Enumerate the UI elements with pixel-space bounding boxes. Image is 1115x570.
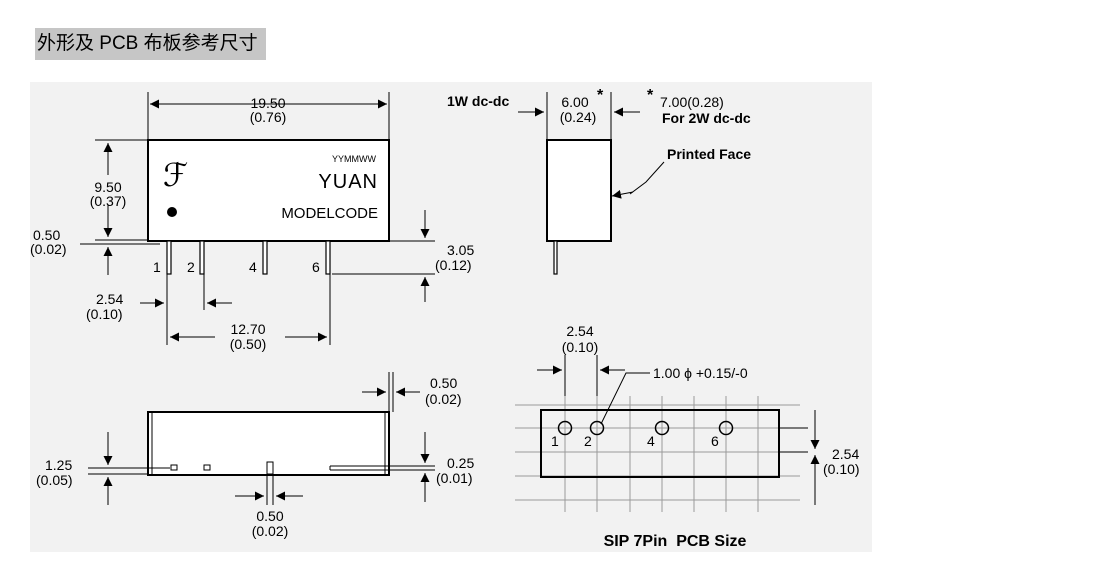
pcb-vertical-value-inch: (0.10) (823, 461, 860, 477)
pcb-hole-4 (654, 420, 670, 436)
pin-width-value: 0.25 (447, 455, 474, 471)
width-value: 19.50 (250, 95, 285, 111)
pin-label-1: 1 (153, 259, 161, 275)
pin-gap-value-inch: (0.02) (252, 523, 289, 539)
hole-diameter-leader (600, 372, 650, 425)
pin1-marker-dot (167, 207, 177, 217)
pitch-value-inch: (0.10) (86, 306, 123, 322)
date-code: YYMMWW (332, 154, 376, 164)
pitch-value: 2.54 (96, 291, 123, 307)
front-view (80, 92, 435, 345)
span-value: 12.70 (230, 321, 265, 337)
page-title: 外形及 PCB 布板参考尺寸 (35, 28, 266, 60)
pcb-pitch-value: 2.54 (566, 323, 593, 339)
pin-width-value-inch: (0.01) (436, 470, 473, 486)
pcb-pin-label-2: 2 (584, 433, 592, 449)
module-body-side (546, 139, 612, 242)
thickness-2w-value: 7.00(0.28) (660, 94, 724, 110)
bottom-view-text: 0.50 (0.02) 1.25 (0.05) 0.25 (0.01) 0.50… (36, 375, 474, 539)
pcb-view (515, 355, 820, 512)
height-value-inch: (0.37) (90, 193, 127, 209)
pin-2 (199, 240, 205, 275)
row-offset-value-inch: (0.05) (36, 472, 73, 488)
side-view (518, 92, 665, 275)
pcb-caption: SIP 7Pin PCB Size (604, 533, 747, 550)
width-value-inch: (0.76) (250, 109, 287, 125)
pin-length-value-inch: (0.12) (435, 257, 472, 273)
pcb-pin-label-1: 1 (551, 433, 559, 449)
model-code: MODELCODE (281, 205, 378, 222)
pin-thickness-value-inch: (0.02) (425, 391, 462, 407)
pin-label-6: 6 (312, 259, 320, 275)
side-view-text: 1W dc-dc 6.00 (0.24) * * 7.00(0.28) For … (447, 87, 751, 162)
pin-thickness-value: 0.50 (430, 375, 457, 391)
row-offset-value: 1.25 (45, 457, 72, 473)
asterisk-2w: * (647, 87, 654, 104)
side-pin (553, 240, 558, 275)
span-value-inch: (0.50) (230, 336, 267, 352)
pin-4 (262, 240, 268, 275)
pcb-hole-6 (718, 420, 734, 436)
front-view-text: ℱ YYMMWW YUAN MODELCODE 19.50 (0.76) 9.5… (30, 95, 474, 352)
pcb-vertical-value: 2.54 (832, 446, 859, 462)
pin-length-value: 3.05 (447, 242, 474, 258)
pcb-hole-2 (589, 420, 605, 436)
hole-diameter-value: 1.00 ϕ +0.15/-0 (653, 365, 748, 381)
module-body-front (147, 139, 390, 242)
thickness-1w-value-inch: (0.24) (560, 109, 597, 125)
pcb-pitch-value-inch: (0.10) (562, 339, 599, 355)
printed-face-label: Printed Face (667, 146, 751, 162)
standoff-value: 0.50 (33, 227, 60, 243)
height-value: 9.50 (94, 179, 121, 195)
asterisk-1w: * (597, 87, 604, 104)
bottom-view (88, 372, 435, 505)
pin-1 (166, 240, 172, 275)
brand-name: YUAN (318, 171, 378, 193)
brand-logo-icon: ℱ (163, 157, 188, 193)
pcb-pin-label-6: 6 (711, 433, 719, 449)
pin-gap-value: 0.50 (256, 508, 283, 524)
pin-pad-2 (203, 464, 211, 471)
pcb-hole-1 (557, 420, 573, 436)
pcb-view-text: 2.54 (0.10) 1.00 ϕ +0.15/-0 1 2 4 6 2.54… (551, 323, 860, 550)
pin-pad-1 (170, 464, 178, 471)
thickness-1w-value: 6.00 (561, 94, 588, 110)
pcb-pin-label-4: 4 (647, 433, 655, 449)
pin-6 (325, 240, 331, 275)
pin-label-4: 4 (249, 259, 257, 275)
pin-label-2: 2 (187, 259, 195, 275)
label-1w: 1W dc-dc (447, 93, 509, 109)
printed-face-leader (629, 161, 665, 195)
standoff-value-inch: (0.02) (30, 241, 67, 257)
pin-pad-4 (266, 461, 274, 475)
label-2w: For 2W dc-dc (662, 110, 751, 126)
pcb-outline (540, 409, 780, 478)
